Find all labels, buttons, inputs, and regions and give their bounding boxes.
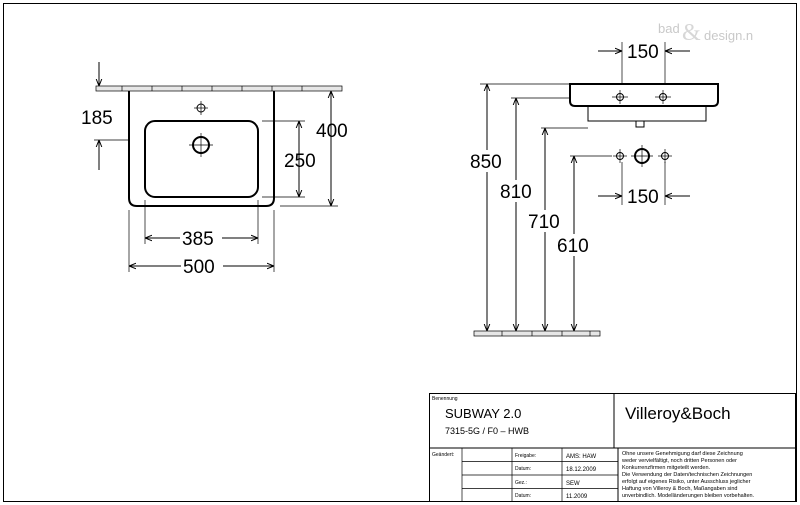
floor-hatch xyxy=(473,330,601,337)
disclaimer-line-2: weder vervielfältigt, noch dritten Perso… xyxy=(621,458,737,464)
top-view: 185 400 250 385 500 xyxy=(81,62,348,278)
watermark-ampersand: & xyxy=(682,20,701,46)
watermark-text-right: design.n xyxy=(704,28,753,43)
product-code: 7315-5G / F0 – HWB xyxy=(445,426,529,436)
dim-500-label: 500 xyxy=(183,257,215,278)
designation-label: Benennung xyxy=(432,396,458,402)
side-view: 150 xyxy=(469,42,719,337)
drain-icon xyxy=(189,133,213,157)
release-label: Freigabe: xyxy=(515,453,536,459)
changed-label: Geändert: xyxy=(432,452,454,458)
tap-hole-icon xyxy=(194,101,208,115)
dim-850-label: 850 xyxy=(470,152,502,173)
drain-outlet xyxy=(635,120,645,128)
dim-810-label: 810 xyxy=(500,182,532,203)
watermark-logo: bad & design.n xyxy=(658,20,753,46)
product-name: SUBWAY 2.0 xyxy=(445,406,521,421)
watermark-text-left: bad xyxy=(658,21,680,36)
drawn-date-value: 11.2009 xyxy=(566,494,588,500)
dim-610-label: 610 xyxy=(557,236,589,257)
drawn-date-label: Datum: xyxy=(515,493,531,499)
wall-connection-icons xyxy=(613,145,672,167)
disclaimer-line-4: Die Verwendung der Daten/technischen Zei… xyxy=(622,472,752,478)
release-value: AMS: HAW xyxy=(566,454,596,460)
drawn-value: SEW xyxy=(566,481,580,487)
dim-250-label: 250 xyxy=(284,151,316,172)
drawn-label: Gez.: xyxy=(515,480,527,486)
release-date-label: Datum: xyxy=(515,466,531,472)
basin-outline xyxy=(128,91,275,207)
disclaimer-line-5: erfolgt auf eigenes Risiko, unter Aussch… xyxy=(622,479,751,485)
dim-150-top-label: 150 xyxy=(627,42,659,63)
disclaimer-line-6: Haftung von Villeroy & Boch, Maßangaben … xyxy=(622,486,737,492)
basin-rim-profile xyxy=(569,83,719,107)
disclaimer-line-7: unverbindlich. Modelländerungen bleiben … xyxy=(622,493,755,499)
dim-185-label: 185 xyxy=(81,108,113,129)
tap-hole-right-icon xyxy=(655,90,671,104)
dim-710-label: 710 xyxy=(528,212,560,233)
brand-logo-text: Villeroy&Boch xyxy=(625,404,731,423)
title-block: Benennung SUBWAY 2.0 7315-5G / F0 – HWB … xyxy=(429,393,796,502)
release-date-value: 18.12.2009 xyxy=(566,467,597,473)
disclaimer-line-3: Konkurrenzfirmen mitgeteilt werden. xyxy=(622,465,711,471)
drawing-border xyxy=(3,3,797,502)
basin-bowl xyxy=(144,120,259,198)
basin-bowl-profile xyxy=(587,106,707,122)
dim-385-label: 385 xyxy=(182,229,214,250)
wall-hatch-top xyxy=(95,85,343,92)
disclaimer-line-1: Ohne unsere Genehmigung darf diese Zeich… xyxy=(622,451,743,457)
tap-hole-left-icon xyxy=(612,90,628,104)
dim-400-label: 400 xyxy=(316,121,348,142)
dim-150-bottom-label: 150 xyxy=(627,187,659,208)
